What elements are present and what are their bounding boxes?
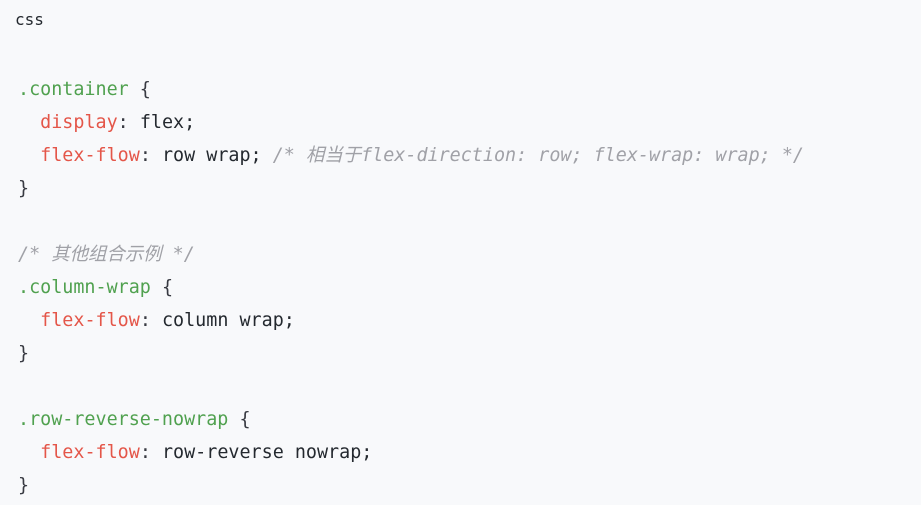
code-content: .container { display: flex; flex-flow: r… [18, 73, 804, 502]
css-property: display [40, 112, 118, 133]
code-line: .row-reverse-nowrap { [18, 403, 804, 436]
css-value: row wrap; [161, 145, 273, 166]
language-label: css [15, 10, 44, 29]
open-brace: { [228, 409, 251, 430]
css-comment: /* 相当于flex-direction: row; flex-wrap: wr… [272, 145, 804, 166]
code-line: .column-wrap { [18, 271, 804, 304]
css-value: row-reverse nowrap; [161, 442, 373, 463]
css-selector: .row-reverse-nowrap [18, 409, 229, 430]
css-comment: /* 其他组合示例 */ [18, 244, 195, 265]
colon: : [139, 310, 162, 331]
css-value: column wrap; [161, 310, 295, 331]
css-selector: .column-wrap [18, 277, 151, 298]
open-brace: { [128, 79, 151, 100]
code-line: flex-flow: row wrap; /* 相当于flex-directio… [18, 139, 804, 172]
close-brace: } [18, 343, 30, 364]
close-brace: } [18, 178, 30, 199]
code-line: } [18, 469, 804, 502]
blank-line [18, 370, 804, 403]
css-property: flex-flow [40, 310, 140, 331]
open-brace: { [150, 277, 174, 298]
colon: : [139, 442, 162, 463]
code-line: display: flex; [18, 106, 804, 139]
code-line: flex-flow: column wrap; [18, 304, 804, 337]
css-selector: .container [18, 79, 129, 100]
css-property: flex-flow [40, 442, 140, 463]
colon: : [117, 112, 140, 133]
code-line: } [18, 172, 804, 205]
code-line: flex-flow: row-reverse nowrap; [18, 436, 804, 469]
css-property: flex-flow [40, 145, 140, 166]
blank-line [18, 205, 804, 238]
colon: : [139, 145, 162, 166]
code-line: .container { [18, 73, 804, 106]
close-brace: } [18, 475, 30, 496]
code-line: /* 其他组合示例 */ [18, 238, 804, 271]
code-line: } [18, 337, 804, 370]
css-value: flex; [139, 112, 196, 133]
